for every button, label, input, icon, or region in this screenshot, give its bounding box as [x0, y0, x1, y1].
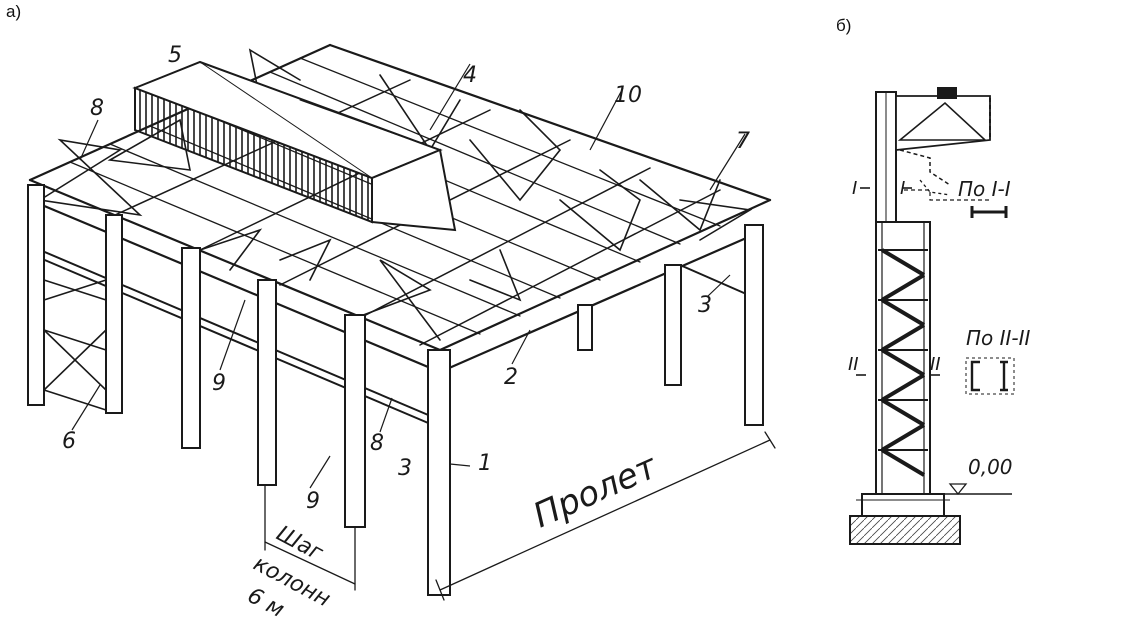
span-dimension [435, 431, 776, 601]
frame-isometric [27, 43, 776, 601]
marker-3a: 3 [398, 456, 412, 481]
roman-1-left: I [852, 178, 857, 199]
marker-5: 5 [168, 43, 182, 68]
roof-lantern [132, 60, 457, 232]
marker-9b: 9 [306, 489, 320, 514]
roman-2-left: II [848, 354, 859, 375]
section-2-label: По II-II [966, 326, 1031, 350]
panel-b-label: б) [836, 16, 852, 35]
panel-a-label: а) [6, 2, 22, 21]
marker-2: 2 [504, 365, 518, 390]
roman-2-right: II [930, 354, 941, 375]
columns-back [577, 224, 764, 426]
step-dimension [264, 484, 356, 591]
marker-8a: 8 [90, 96, 104, 121]
marker-10: 10 [614, 83, 642, 108]
panel-a-numbers: 1 2 3 3 4 5 6 7 8 8 9 9 10 [62, 43, 750, 514]
panel-a-leaders [71, 63, 746, 489]
columns-front [27, 184, 451, 596]
marker-8b: 8 [370, 431, 384, 456]
roman-1-right: I [900, 178, 905, 199]
marker-3b: 3 [698, 293, 712, 318]
column-elevation [849, 87, 1015, 545]
marker-1: 1 [478, 451, 492, 476]
marker-9a: 9 [212, 371, 226, 396]
marker-4: 4 [463, 63, 477, 88]
marker-7: 7 [736, 129, 750, 154]
crane-girders [39, 249, 761, 429]
marker-6: 6 [62, 429, 76, 454]
panel-b-labels: I I II II По I-I По II-II 0,00 [848, 177, 1031, 479]
column-bracing [43, 279, 107, 411]
span-label: Пролет [527, 446, 663, 536]
section-1-label: По I-I [958, 177, 1011, 201]
step-label-1: Шаг [272, 521, 327, 566]
level-label: 0,00 [968, 455, 1013, 479]
